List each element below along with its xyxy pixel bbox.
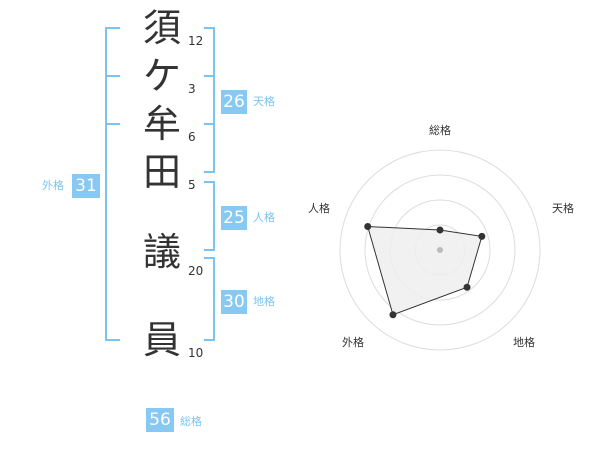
- soukaku-value: 56: [146, 408, 174, 432]
- radar-label-jinkaku: 人格: [308, 202, 330, 215]
- jinkaku-value: 25: [221, 206, 247, 230]
- gaikaku-value: 31: [72, 174, 100, 198]
- stroke-count-5: 20: [188, 264, 204, 278]
- radar-point-3: [389, 311, 397, 319]
- radar-center-point: [437, 247, 443, 253]
- name-character-4: 田: [142, 150, 181, 194]
- jinkaku-label: 人格: [253, 211, 275, 224]
- jinkaku-bracket: [204, 181, 215, 251]
- outer-bracket-left: [105, 27, 120, 341]
- stroke-count-6: 10: [188, 346, 204, 360]
- radar-data-polygon: [367, 225, 483, 316]
- tenkaku-bracket: [204, 27, 215, 173]
- radar-label-chikaku: 地格: [513, 336, 535, 349]
- radar-point-1: [478, 232, 486, 240]
- radar-label-tenkaku: 天格: [552, 202, 574, 215]
- radar-point-2: [463, 283, 471, 291]
- radar-point-0: [436, 226, 444, 234]
- soukaku-label: 総格: [180, 415, 202, 428]
- stroke-count-4: 5: [188, 178, 196, 192]
- name-character-5: 議: [142, 230, 181, 274]
- radar-point-4: [364, 223, 372, 231]
- chikaku-value: 30: [221, 290, 247, 314]
- tenkaku-value: 26: [221, 90, 247, 114]
- radar-grid-ring: [339, 149, 541, 351]
- name-character-1: 須: [142, 6, 181, 50]
- stroke-count-3: 6: [188, 130, 196, 144]
- radar-grid-ring: [364, 174, 516, 326]
- chikaku-bracket: [204, 257, 215, 341]
- name-character-6: 員: [142, 318, 181, 362]
- stroke-count-1: 12: [188, 34, 204, 48]
- name-character-2: ケ: [142, 54, 181, 98]
- radar-label-gaikaku: 外格: [342, 336, 364, 349]
- tenkaku-label: 天格: [253, 95, 275, 108]
- chikaku-label: 地格: [253, 295, 275, 308]
- name-character-3: 牟: [142, 102, 181, 146]
- gaikaku-label: 外格: [42, 179, 64, 192]
- stroke-count-2: 3: [188, 82, 196, 96]
- radar-label-soukaku: 総格: [429, 124, 451, 137]
